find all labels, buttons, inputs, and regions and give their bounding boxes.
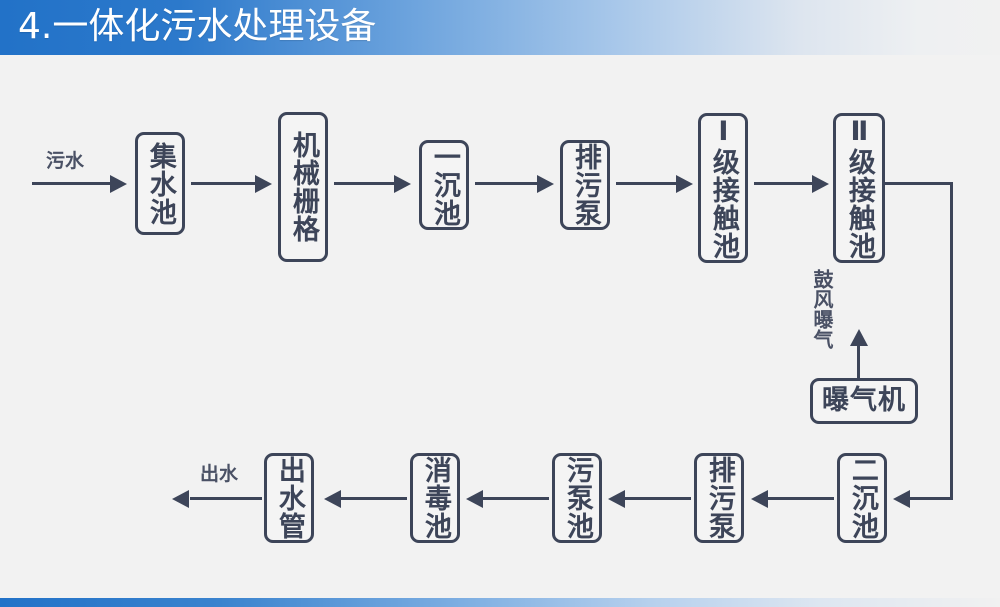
arrow-pump1-to-contact1 bbox=[676, 175, 693, 193]
node-secondary-settling-tank[interactable]: 二沉池 bbox=[837, 453, 887, 543]
node-outlet-pipe[interactable]: 出水管 bbox=[264, 453, 314, 543]
page-title: 4.一体化污水处理设备 bbox=[18, 6, 377, 47]
node-mechanical-grate[interactable]: 机械栅格 bbox=[278, 112, 328, 262]
arrow-outlet bbox=[172, 490, 189, 508]
connector-inlet-line bbox=[32, 182, 114, 185]
connector-grate-to-primary bbox=[334, 182, 398, 185]
connector-pump1-to-contact1 bbox=[616, 182, 680, 185]
connector-right-vertical bbox=[950, 182, 953, 500]
arrow-contact1-to-contact2 bbox=[812, 175, 829, 193]
arrow-primary-to-pump1 bbox=[537, 175, 554, 193]
inlet-label: 污水 bbox=[46, 150, 85, 172]
node-sewage-pump-1[interactable]: 排污泵 bbox=[560, 140, 610, 230]
arrow-aerator-to-contact2 bbox=[850, 329, 868, 346]
arrow-sludge-to-disinfection bbox=[466, 490, 483, 508]
connector-aerator-to-contact2 bbox=[857, 345, 860, 378]
node-aerator[interactable]: 曝气机 bbox=[810, 378, 918, 424]
process-flow-diagram: 污水 集水池 机械栅格 一沉池 排污泵 Ⅰ级接触池 Ⅱ级接触池 鼓风曝气 曝气机… bbox=[0, 55, 1000, 598]
arrow-inlet-to-collection-tank bbox=[110, 175, 127, 193]
node-primary-settling-tank[interactable]: 一沉池 bbox=[419, 140, 469, 230]
arrow-right-to-secondary bbox=[893, 490, 910, 508]
connector-pump2-to-sludge bbox=[625, 497, 691, 500]
connector-secondary-to-pump2 bbox=[768, 497, 834, 500]
arrow-disinfection-to-outlet bbox=[324, 490, 341, 508]
node-contact-tank-2[interactable]: Ⅱ级接触池 bbox=[833, 113, 885, 263]
outlet-label: 出水 bbox=[200, 463, 239, 485]
connector-contact2-right bbox=[885, 182, 953, 185]
footer-bar bbox=[0, 598, 1000, 607]
node-sludge-pump-tank[interactable]: 污泵池 bbox=[552, 453, 602, 543]
connector-primary-to-pump1 bbox=[475, 182, 541, 185]
header-bar: 4.一体化污水处理设备 bbox=[0, 0, 1000, 55]
node-collection-tank[interactable]: 集水池 bbox=[135, 132, 185, 235]
arrow-collection-to-grate bbox=[255, 175, 272, 193]
connector-collection-to-grate bbox=[191, 182, 261, 185]
connector-outlet-line bbox=[190, 497, 262, 500]
arrow-pump2-to-sludge bbox=[608, 490, 625, 508]
connector-contact1-to-contact2 bbox=[754, 182, 816, 185]
arrow-grate-to-primary bbox=[394, 175, 411, 193]
connector-right-to-secondary bbox=[910, 497, 953, 500]
node-disinfection-tank[interactable]: 消毒池 bbox=[410, 453, 460, 543]
connector-sludge-to-disinfection bbox=[483, 497, 549, 500]
connector-disinfection-to-outlet bbox=[341, 497, 407, 500]
node-sewage-pump-2[interactable]: 排污泵 bbox=[694, 453, 744, 543]
node-contact-tank-1[interactable]: Ⅰ级接触池 bbox=[698, 113, 748, 263]
aeration-label: 鼓风曝气 bbox=[810, 269, 834, 349]
arrow-secondary-to-pump2 bbox=[751, 490, 768, 508]
